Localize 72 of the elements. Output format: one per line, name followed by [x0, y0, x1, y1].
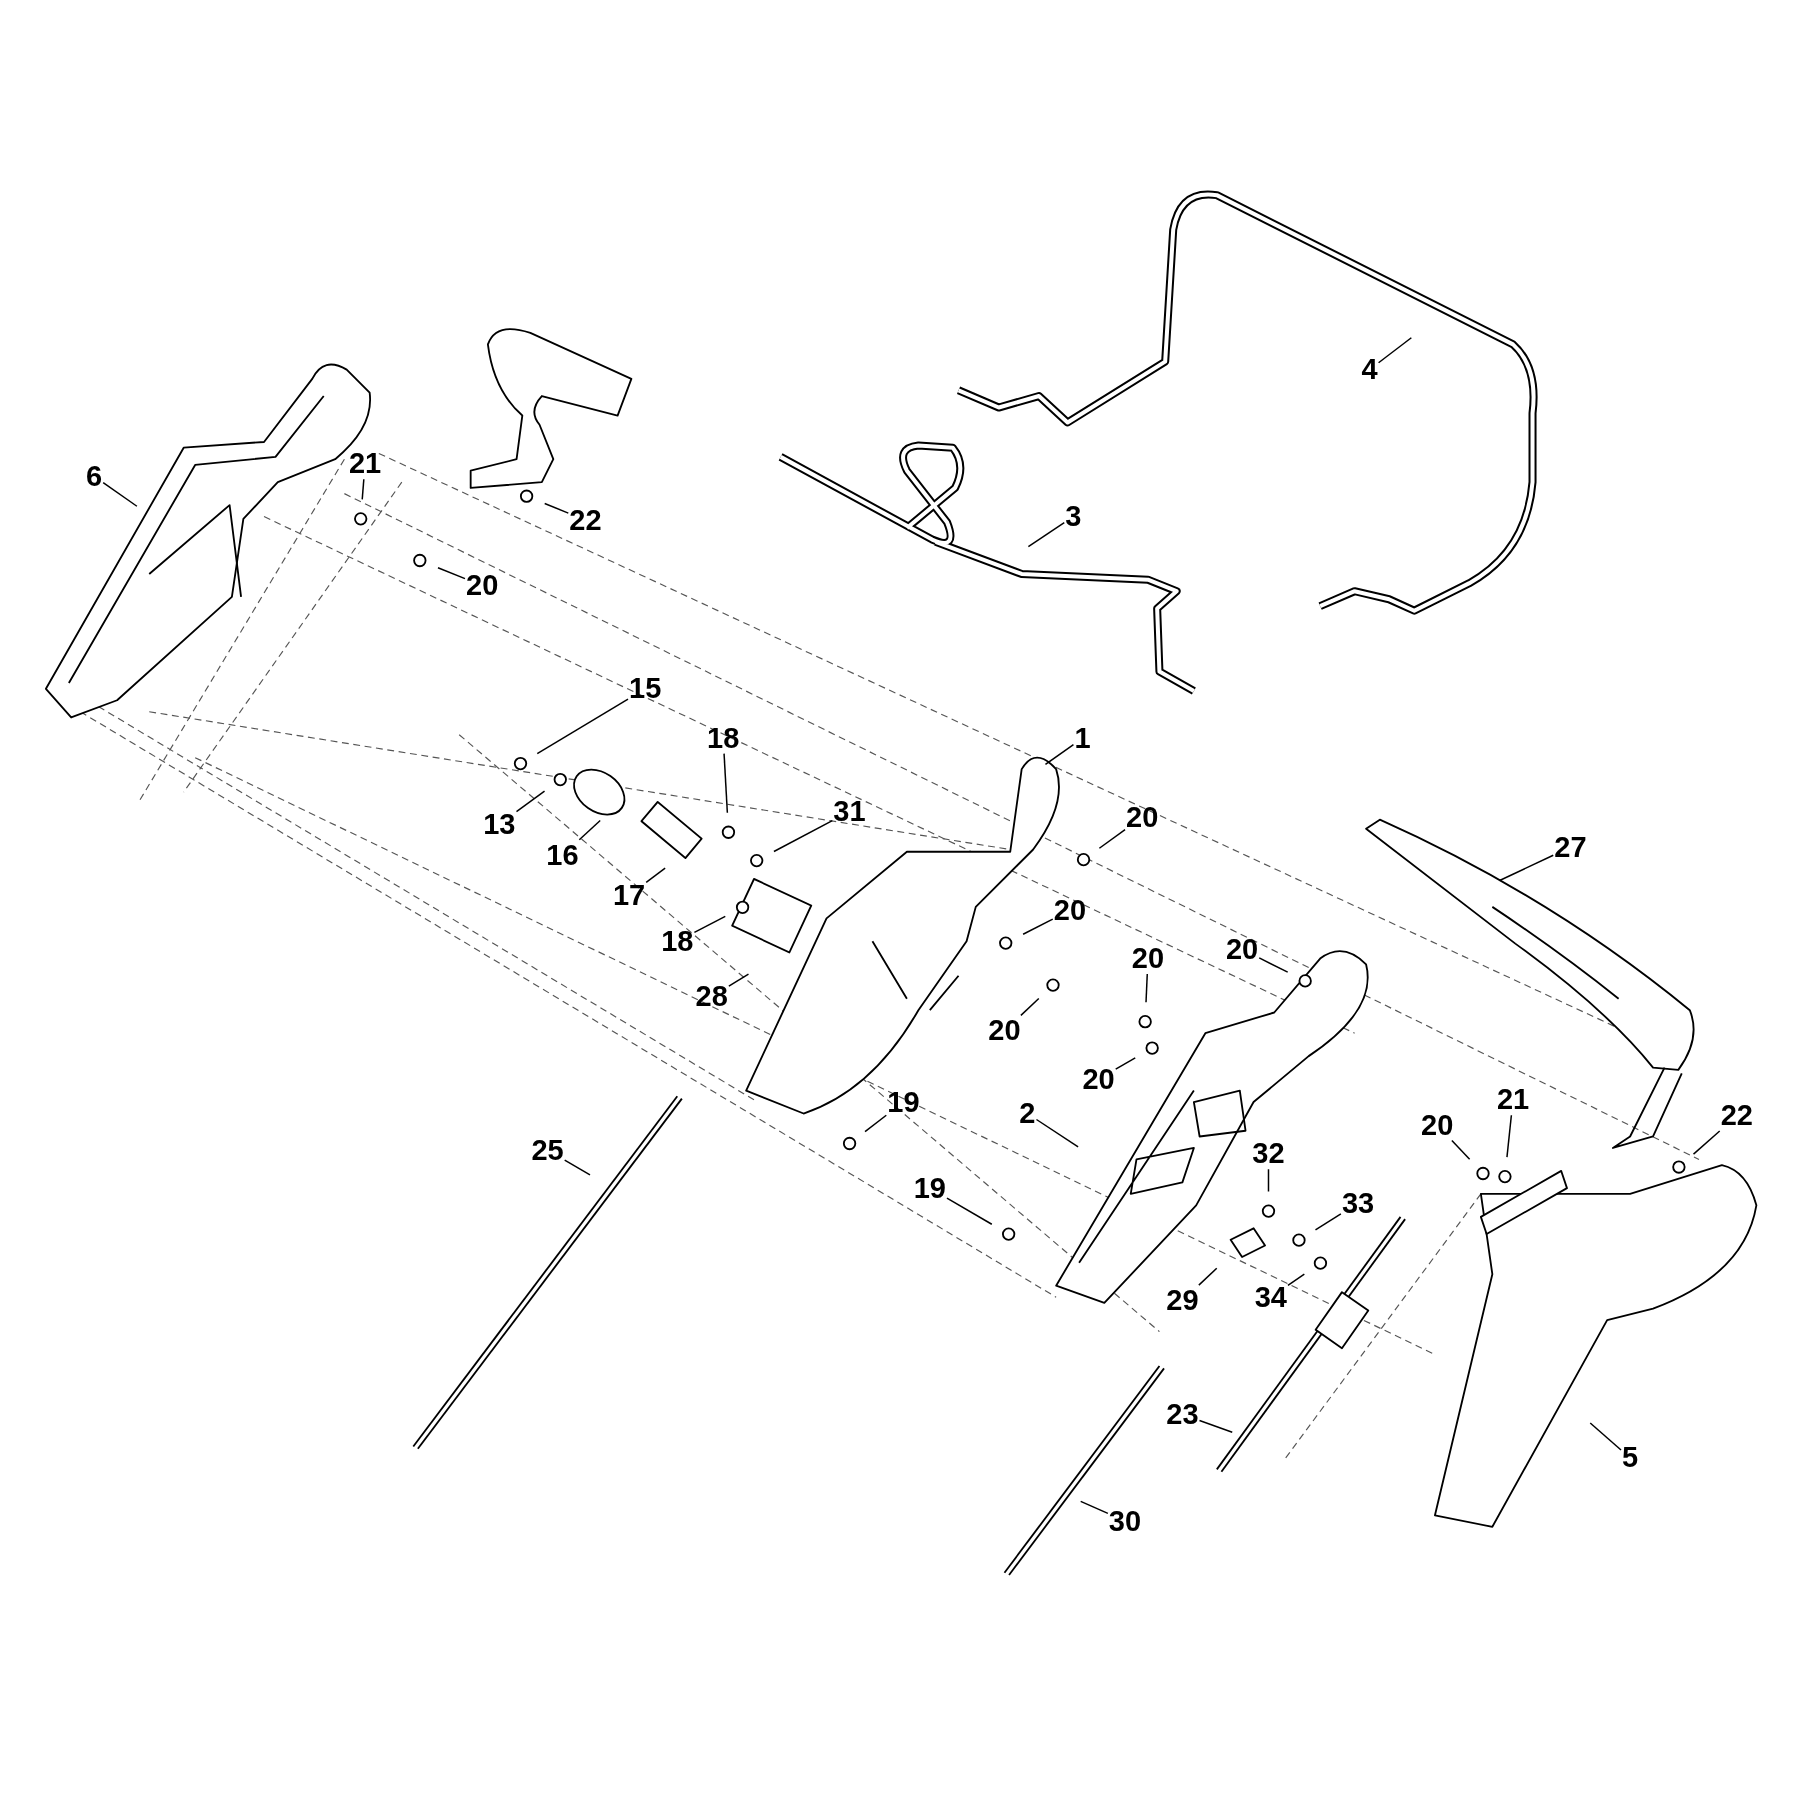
callout-number: 13: [482, 808, 517, 840]
leader-line: [1044, 743, 1075, 766]
leader-line: [1377, 337, 1413, 364]
leader-line: [1022, 918, 1054, 935]
callout-number: 21: [347, 448, 383, 480]
callout-number: 22: [568, 504, 603, 536]
leader-line: [1589, 1422, 1622, 1451]
callout-number: 31: [832, 796, 867, 828]
leader-line: [1506, 1114, 1513, 1158]
leader-line: [728, 973, 750, 987]
leader-line: [645, 867, 666, 884]
callout-number: 2: [1018, 1098, 1037, 1129]
leader-line: [1098, 828, 1126, 849]
leader-line: [693, 915, 726, 934]
leader-line: [536, 698, 629, 755]
leader-line: [946, 1197, 993, 1225]
leader-line: [578, 819, 601, 841]
leader-line: [1114, 1057, 1136, 1070]
leader-line: [1198, 1267, 1218, 1286]
callout-number: 20: [1224, 933, 1260, 965]
leader-line: [773, 819, 834, 853]
callout-number: 29: [1165, 1285, 1200, 1317]
callout-number: 23: [1165, 1398, 1200, 1430]
leader-line: [1079, 1500, 1109, 1515]
callout-number: 3: [1064, 501, 1083, 533]
callout-number: 19: [912, 1172, 947, 1204]
leader-line: [543, 502, 570, 514]
leader-line: [563, 1159, 591, 1176]
leader-line: [1145, 973, 1148, 1003]
callout-number: 33: [1340, 1187, 1376, 1219]
callout-number: 20: [1052, 894, 1087, 926]
callout-number: 18: [706, 722, 741, 754]
leader-line: [1314, 1213, 1342, 1231]
callout-number: 34: [1253, 1281, 1288, 1313]
leader-line: [437, 567, 466, 580]
callout-number: 21: [1495, 1084, 1531, 1116]
callout-number: 1: [1073, 722, 1092, 754]
leader-line: [1498, 854, 1554, 882]
callout-number: 20: [1420, 1109, 1455, 1141]
callout-number: 20: [465, 569, 500, 601]
callout-number: 20: [1081, 1063, 1116, 1095]
leader-line: [1692, 1130, 1721, 1155]
leader-line: [1027, 521, 1065, 548]
callout-number: 20: [1125, 801, 1160, 833]
leader-line: [723, 752, 729, 814]
leader-line: [102, 481, 138, 507]
callout-number: 20: [1130, 943, 1166, 975]
callout-number: 6: [85, 460, 104, 492]
leader-line: [515, 790, 546, 813]
callout-number: 4: [1360, 354, 1379, 386]
callout-number: 18: [660, 925, 695, 957]
callout-number: 28: [694, 980, 729, 1012]
callout-number: 16: [545, 839, 580, 871]
callout-number: 17: [611, 879, 647, 911]
callout-number: 32: [1251, 1138, 1286, 1170]
leader-line: [864, 1114, 888, 1133]
leader-line: [1267, 1168, 1270, 1193]
callout-number: 27: [1553, 831, 1588, 863]
callout-number: 15: [628, 673, 663, 705]
leader-line: [1198, 1419, 1233, 1433]
leader-line: [1020, 997, 1040, 1017]
leader-line: [361, 478, 365, 501]
callout-number: 22: [1719, 1100, 1754, 1132]
callout-number: 30: [1107, 1505, 1143, 1537]
leader-line: [1035, 1118, 1079, 1148]
leader-line: [1258, 957, 1289, 973]
callout-number: 20: [987, 1015, 1022, 1047]
callout-number: 25: [530, 1134, 565, 1166]
callout-number: 5: [1621, 1442, 1640, 1474]
leader-line: [1451, 1139, 1471, 1161]
callout-number: 19: [886, 1086, 921, 1118]
leader-line: [1287, 1273, 1306, 1287]
